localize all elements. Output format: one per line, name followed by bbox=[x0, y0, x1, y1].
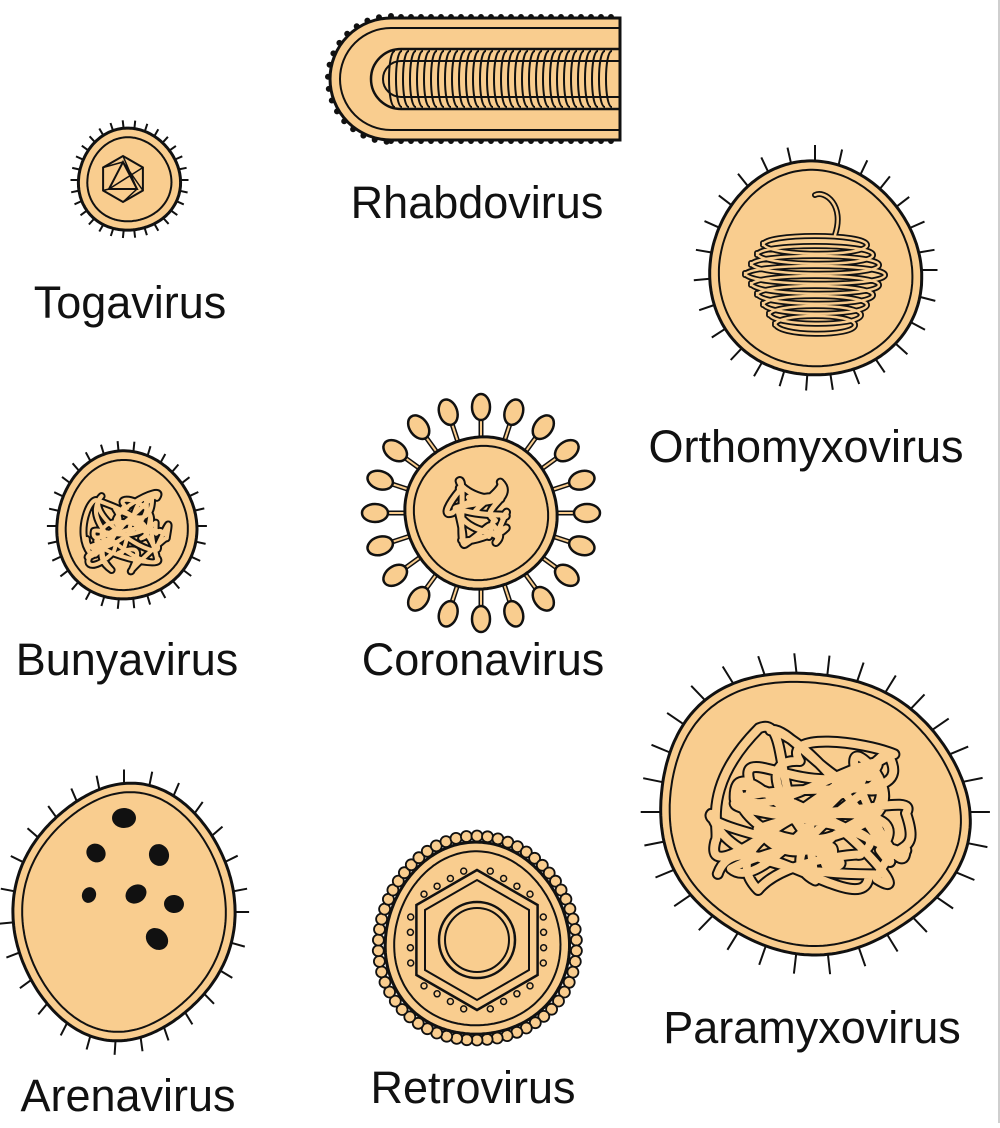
surface-knob bbox=[472, 831, 483, 842]
label-coronavirus: Coronavirus bbox=[362, 637, 605, 682]
surface-knob bbox=[571, 945, 582, 956]
label-bunyavirus: Bunyavirus bbox=[16, 637, 239, 682]
label-togavirus: Togavirus bbox=[34, 280, 227, 325]
capsid-subunit bbox=[527, 983, 533, 989]
surface-knob bbox=[373, 945, 384, 956]
capsid-subunit bbox=[408, 914, 414, 920]
surface-knob bbox=[571, 935, 582, 946]
spike-protein bbox=[436, 397, 461, 427]
spike-protein bbox=[472, 394, 490, 420]
surface-knob bbox=[461, 831, 472, 842]
capsid-subunit bbox=[407, 945, 413, 951]
outer-envelope bbox=[78, 128, 180, 230]
capsid-subunit bbox=[421, 891, 427, 897]
surface-knob bbox=[451, 833, 462, 844]
label-orthomyxovirus: Orthomyxovirus bbox=[648, 424, 963, 469]
capsid-subunit bbox=[514, 883, 520, 889]
spike-protein bbox=[501, 599, 526, 629]
surface-knob bbox=[380, 977, 391, 988]
togavirus-icon bbox=[71, 120, 189, 238]
spike-protein bbox=[472, 606, 490, 632]
surface-knob bbox=[373, 935, 384, 946]
label-rhabdovirus: Rhabdovirus bbox=[351, 180, 604, 225]
spike-protein bbox=[365, 468, 395, 493]
retrovirus-icon bbox=[373, 831, 582, 1046]
label-arenavirus: Arenavirus bbox=[20, 1073, 235, 1118]
bunyavirus-icon bbox=[47, 441, 207, 609]
label-paramyxovirus: Paramyxovirus bbox=[663, 1005, 961, 1050]
surface-knob bbox=[492, 1033, 503, 1044]
spike-protein bbox=[574, 504, 600, 522]
capsid-subunit bbox=[461, 868, 467, 874]
capsid-subunit bbox=[434, 883, 440, 889]
capsid-subunit bbox=[541, 945, 547, 951]
capsid-subunit bbox=[501, 876, 507, 882]
spike-protein bbox=[436, 599, 461, 629]
capsid-subunit bbox=[461, 1006, 467, 1012]
spike-protein bbox=[365, 533, 395, 558]
surface-knob bbox=[374, 924, 385, 935]
surface-knob bbox=[568, 914, 579, 925]
spike-protein bbox=[501, 397, 526, 427]
capsid-subunit bbox=[540, 914, 546, 920]
capsid-subunit bbox=[447, 876, 453, 882]
tangled-nucleocapsid bbox=[711, 727, 911, 890]
capsid-subunit bbox=[487, 868, 493, 874]
surface-knob bbox=[374, 956, 385, 967]
paramyxovirus-icon bbox=[641, 653, 990, 974]
coronavirus-icon bbox=[362, 394, 600, 632]
spike-protein bbox=[567, 468, 597, 493]
capsid-subunit bbox=[541, 929, 547, 935]
surface-knob bbox=[482, 831, 493, 842]
bullet-envelope bbox=[330, 18, 620, 140]
spike-protein bbox=[362, 504, 388, 522]
surface-knob bbox=[376, 966, 387, 977]
orthomyxovirus-icon bbox=[694, 145, 938, 391]
capsid-subunit bbox=[434, 991, 440, 997]
surface-knob bbox=[570, 956, 581, 967]
capsid-subunit bbox=[501, 999, 507, 1005]
rhabdovirus-icon bbox=[325, 13, 620, 145]
arenavirus-icon bbox=[0, 770, 249, 1055]
capsid-subunit bbox=[408, 960, 414, 966]
capsid-subunit bbox=[421, 983, 427, 989]
capsid-subunit bbox=[407, 929, 413, 935]
capsid-subunit bbox=[540, 960, 546, 966]
capsid-subunit bbox=[514, 991, 520, 997]
label-retrovirus: Retrovirus bbox=[370, 1065, 575, 1110]
capsid-subunit bbox=[447, 999, 453, 1005]
capsid-subunit bbox=[527, 891, 533, 897]
capsid-subunit bbox=[487, 1006, 493, 1012]
ribosome-granule bbox=[112, 808, 136, 828]
spike-protein bbox=[567, 533, 597, 558]
surface-knob bbox=[570, 924, 581, 935]
